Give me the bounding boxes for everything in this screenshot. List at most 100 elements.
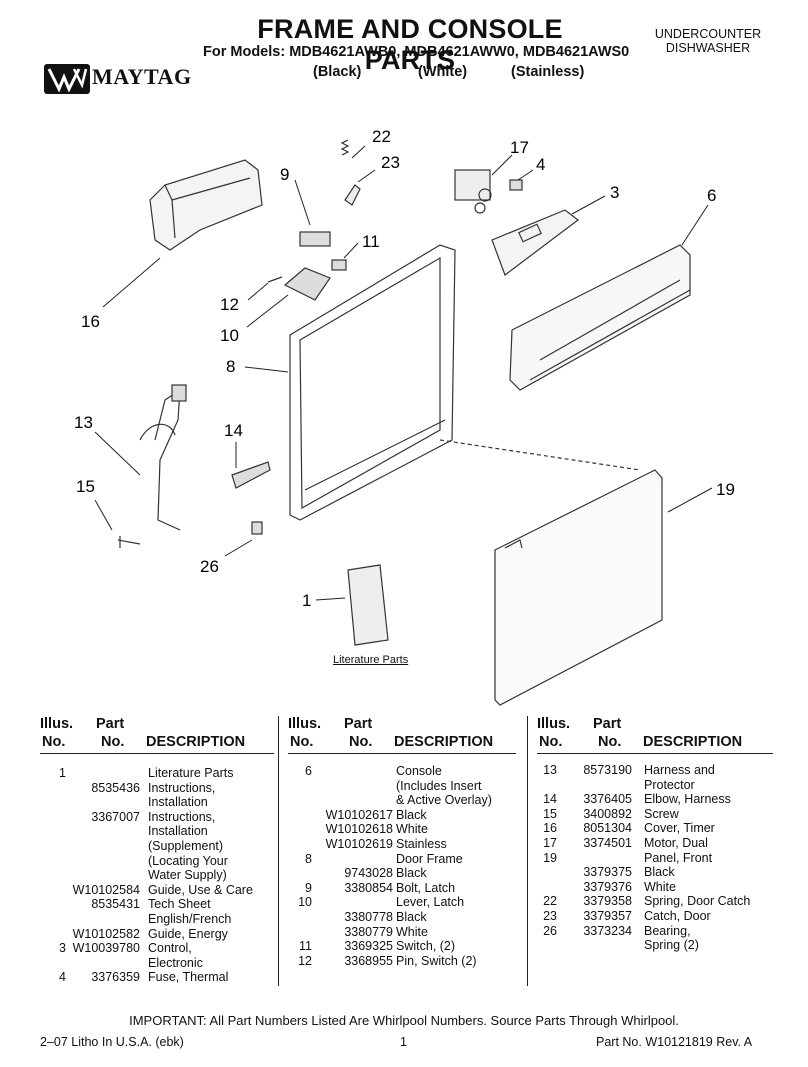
part-number: W10102582 [72,926,140,941]
callout-1: 1 [302,591,311,610]
dual-motor-part [454,169,492,214]
console-part [509,244,691,391]
part-description: White [396,822,428,837]
page-title: FRAME AND CONSOLE PARTS [257,14,563,75]
exploded-parts-diagram: 22 23 17 4 9 3 6 11 16 12 10 8 13 14 15 … [74,127,735,706]
part-description: Spring, Door Catch [644,894,751,909]
illus-number: 26 [543,923,557,938]
part-description: Installation [148,824,208,839]
callout-4: 4 [536,155,545,174]
part-description: Bearing, [644,923,691,938]
part-description: Literature Parts [148,766,234,780]
part-description: Guide, Energy [148,926,228,941]
part-number: 3380779 [344,924,393,939]
part-number: 3374501 [583,836,632,850]
column-divider [278,716,279,986]
illus-number: 16 [543,821,557,836]
part-description: Instructions, [148,809,216,824]
illus-number: 10 [298,895,312,910]
part-number: W10102618 [325,822,393,837]
part-description: Screw [644,806,679,821]
part-description: Bolt, Latch [396,880,456,895]
illus-number: 19 [543,850,557,865]
part-number: 3376405 [583,792,632,807]
callout-12: 12 [220,295,239,314]
illus-number: 23 [543,909,557,923]
callout-3: 3 [610,183,619,202]
switch-pin-part [267,276,283,283]
part-number: W10039780 [72,941,140,956]
illus-number: 14 [543,792,557,807]
brand-name: MAYTAG [92,64,192,89]
callout-11: 11 [362,232,380,251]
part-description: Black [396,866,427,881]
part-number: 3380854 [344,880,393,895]
part-number: 3400892 [583,806,632,821]
thermal-fuse-part [509,179,523,191]
variant-white: (White) [418,64,468,80]
document-part-number: Part No. W10121819 Rev. A [596,1035,753,1049]
illus-number: 11 [299,939,312,954]
part-description: Black [396,910,427,924]
header-rule [40,753,274,754]
callout-6: 6 [707,186,716,205]
part-number: W10102619 [325,837,393,851]
callout-23: 23 [381,153,400,172]
part-number: 8535431 [91,897,140,912]
illus-number: 17 [543,836,557,850]
door-catch-part [344,184,361,206]
part-number: W10102617 [325,807,393,822]
part-description: Harness and [644,763,715,777]
callout-15: 15 [76,477,95,496]
header-rule [537,753,773,754]
variant-black: (Black) [313,64,362,80]
part-description: Switch, (2) [396,939,456,954]
part-description: Stainless [396,837,447,851]
part-description: Catch, Door [644,909,711,923]
door-catch-spring-part [340,139,350,156]
door-frame-part [289,244,456,521]
part-description: (Locating Your [148,853,228,868]
literature-parts-label: Literature Parts [333,654,409,666]
illus-number: 13 [543,763,557,777]
important-note: IMPORTANT: All Part Numbers Listed Are W… [129,1013,679,1028]
part-description: Installation [148,795,208,810]
illus-number: 1 [59,766,66,780]
part-description: Water Supply) [148,868,227,883]
part-description: (Includes Insert [396,778,482,793]
part-number: 9743028 [344,866,393,881]
part-number: 8535436 [91,780,140,795]
callout-9: 9 [280,165,289,184]
part-number: 3376359 [91,970,140,985]
front-panel-part [494,469,663,706]
callout-13: 13 [74,413,93,432]
part-description: Control, [148,941,192,956]
part-description: Fuse, Thermal [148,970,229,985]
part-description: Elbow, Harness [644,792,731,807]
callout-10: 10 [220,326,239,345]
part-description: Black [396,807,427,822]
callout-8: 8 [226,357,235,376]
switch-part [331,259,347,271]
part-description: Motor, Dual [644,836,708,850]
part-number: 3380778 [344,910,393,924]
callout-14: 14 [224,421,243,440]
part-number: 3379357 [583,909,632,923]
illus-number: 8 [305,851,312,866]
part-number: 8573190 [583,763,632,777]
part-description: Door Frame [396,851,463,866]
part-description: English/French [148,912,232,926]
part-description: Protector [644,777,695,792]
part-number: 3367007 [91,809,140,824]
part-description: Electronic [148,955,203,970]
illus-number: 12 [298,953,312,968]
page-number: 1 [400,1035,407,1049]
latch-lever-part [283,267,331,301]
callout-19: 19 [716,480,735,499]
illus-number: 9 [305,880,312,895]
part-number: 8051304 [583,821,632,836]
bearing-spring-part [251,521,263,535]
illus-number: 6 [305,764,312,778]
part-description: Panel, Front [644,850,713,865]
